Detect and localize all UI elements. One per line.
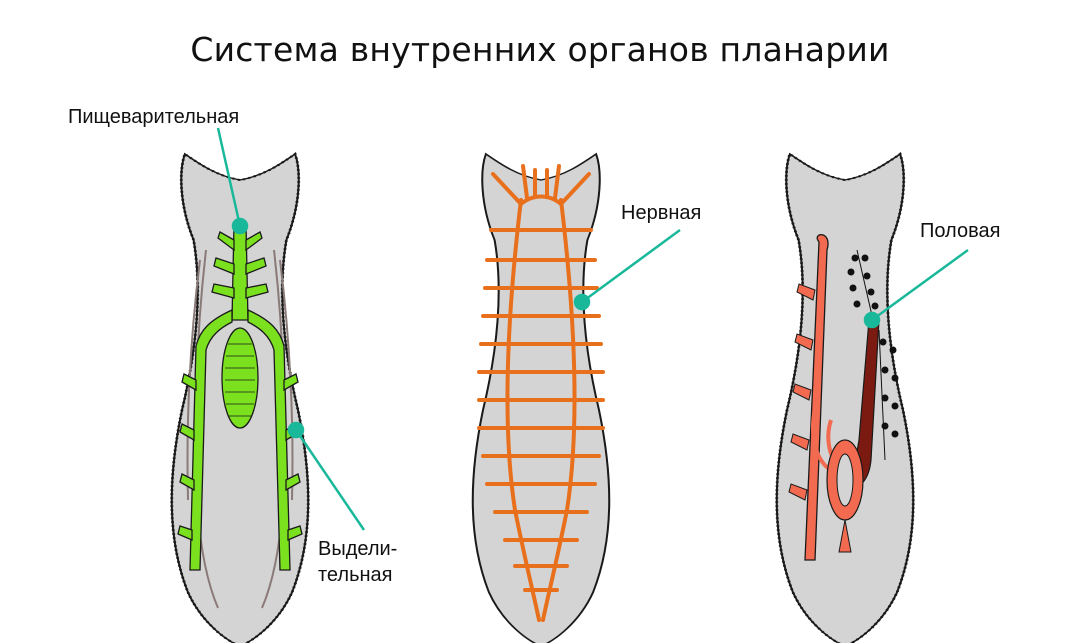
pointer-dot-reproductive [863, 311, 881, 329]
reproductive-system [788, 234, 880, 561]
planaria-nervous [471, 152, 611, 643]
nervous-system [477, 164, 605, 622]
label-excretory-line1: Выдели- [318, 538, 398, 560]
pointer-dot-nervous [573, 293, 591, 311]
pointer-lines [216, 127, 969, 531]
page-title: Система внутренних органов планарии [190, 30, 890, 69]
pointer-dot-digestive [231, 217, 249, 235]
planaria-reproductive [775, 152, 915, 643]
label-reproductive: Половая [920, 220, 1001, 242]
pointer-dot-excretory [287, 421, 305, 439]
pharynx [221, 327, 259, 429]
label-excretory-line2: тельная [318, 564, 393, 586]
label-nervous: Нервная [621, 202, 702, 224]
body-outline [775, 152, 915, 643]
label-digestive: Пищеварительная [68, 106, 240, 128]
planaria-digestive-excretory [170, 152, 310, 643]
digestive-system [177, 223, 303, 571]
